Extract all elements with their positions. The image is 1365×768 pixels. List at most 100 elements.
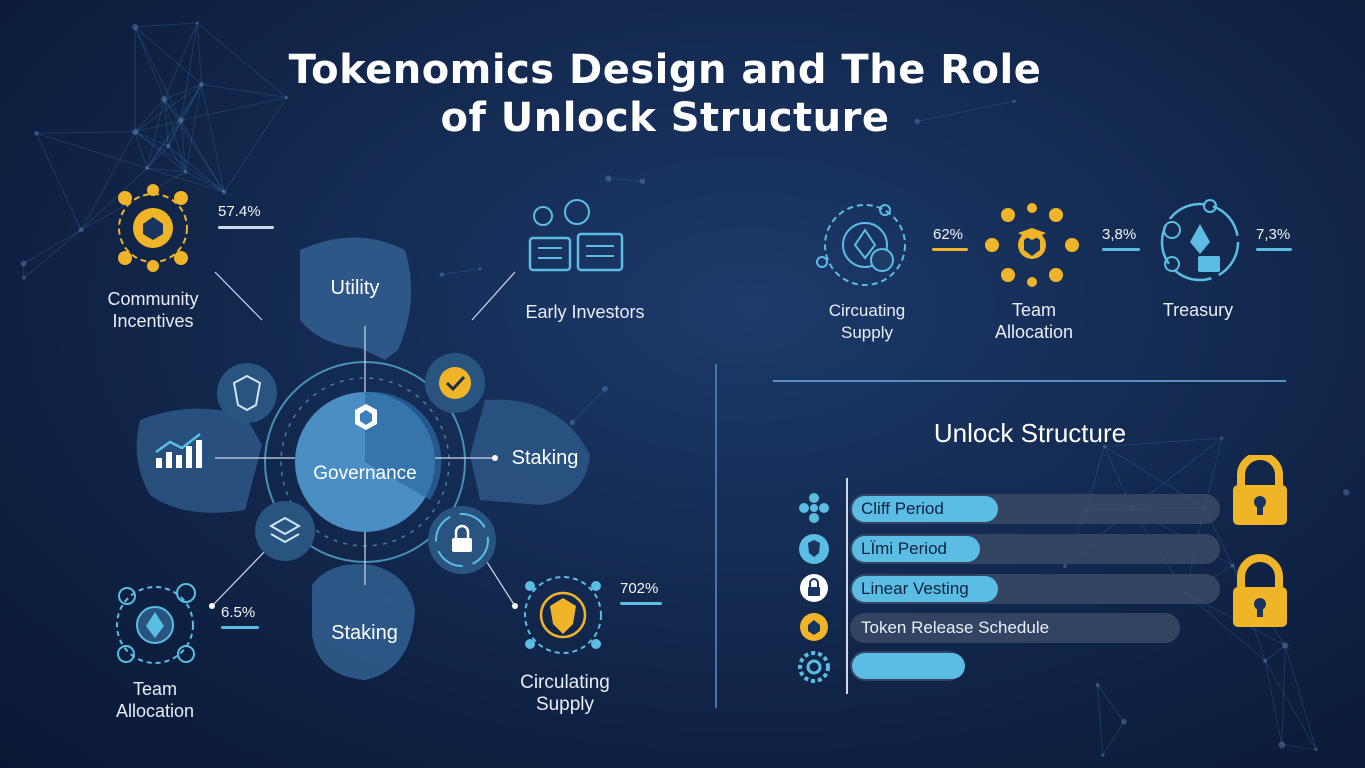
right-top-icons: [816, 199, 1240, 287]
connector-community: [214, 271, 263, 321]
community-pct-underline: [218, 226, 274, 229]
final-fill: [852, 653, 965, 679]
hub-hexagon-icon: [355, 404, 377, 430]
lock-node-icon: [428, 506, 496, 574]
network-node: [1230, 563, 1235, 568]
network-node: [1095, 683, 1100, 688]
unlock-axis: [846, 478, 848, 694]
gear-icon: [798, 651, 830, 683]
vertical-divider: [715, 364, 717, 708]
token-hub-diagram: [116, 184, 624, 680]
network-node: [1282, 642, 1289, 649]
rt-treasury-label: Treasury: [1162, 300, 1234, 320]
network-node: [478, 267, 482, 271]
linear-label: Linear Vesting: [861, 579, 969, 598]
shield-icon: [799, 534, 829, 564]
cliff-label: Cliff Period: [861, 499, 944, 518]
network-node: [1102, 444, 1107, 449]
padlocks: [1233, 455, 1287, 627]
network-node: [145, 166, 150, 171]
team-label: Team Allocation: [115, 679, 195, 721]
limit-fill: [852, 536, 980, 562]
network-node: [132, 128, 139, 135]
gold-diamond-icon: [524, 576, 602, 654]
network-node: [1314, 747, 1318, 752]
network-node: [33, 130, 39, 136]
network-node: [1101, 753, 1105, 758]
network-node: [195, 21, 199, 25]
team-pct-underline: [221, 626, 259, 629]
title-line-2: of Unlock Structure: [440, 95, 890, 141]
connector-investors: [471, 271, 516, 321]
network-node: [1263, 658, 1268, 663]
limit-label: LЇmі Period: [861, 539, 947, 558]
rt-team-pct: 3,8%: [1102, 226, 1137, 243]
release-label: Token Release Schedule: [861, 618, 1050, 637]
network-node: [569, 419, 575, 426]
network-node: [22, 276, 26, 280]
network-node: [1278, 741, 1286, 749]
team-pct: 6.5%: [221, 604, 256, 621]
coin-icon: [800, 613, 828, 641]
network-node: [20, 260, 27, 267]
horizontal-divider: [773, 380, 1286, 382]
connector-team: [211, 547, 269, 607]
utility-label: Utility: [330, 277, 380, 299]
network-node: [1012, 99, 1017, 104]
network-node: [1220, 436, 1224, 440]
network-node: [165, 143, 171, 149]
hub-center-shade: [365, 391, 442, 500]
circulating-label: Circulating Supply: [520, 672, 610, 715]
ethereum-ring-icon: [116, 583, 196, 664]
treasury-icon: [1160, 199, 1240, 282]
unlock-structure-title: Unlock Structure: [933, 418, 1127, 448]
network-node: [602, 386, 608, 392]
circulating-pct: 702%: [620, 580, 659, 597]
staking-right-label: Staking: [511, 447, 579, 469]
documents-icon: [528, 199, 624, 272]
shield-node-icon: [217, 363, 277, 423]
rt-team-underline: [1102, 248, 1140, 251]
page-title: Tokenomics Design and The Role of Unlock…: [0, 46, 1330, 142]
rt-circulating-label: Circuating Supply: [828, 301, 906, 342]
network-node: [160, 95, 168, 103]
early-investors-label: Early Investors: [525, 302, 645, 322]
padlock-icon-top: [1233, 455, 1287, 525]
circulating-supply-icon: [816, 204, 906, 286]
lock-badge-icon: [800, 574, 828, 602]
network-node: [131, 23, 139, 31]
release-track: [850, 613, 1180, 643]
network-node: [605, 175, 612, 182]
rt-circulating-underline: [932, 248, 968, 251]
team-allocation-icon: [985, 203, 1079, 287]
cliff-fill: [852, 496, 998, 522]
rt-treasury-underline: [1256, 248, 1292, 251]
network-node: [183, 169, 188, 174]
community-hex-network-icon: [118, 184, 188, 272]
circulating-pct-underline: [620, 602, 662, 605]
network-node: [199, 81, 204, 87]
staking-bottom-label: Staking: [331, 622, 398, 644]
network-node: [1062, 564, 1067, 568]
padlock-icon-bottom: [1233, 554, 1287, 627]
title-line-1: Tokenomics Design and The Role: [288, 47, 1042, 93]
rt-treasury-pct: 7,3%: [1256, 226, 1291, 243]
network-node: [221, 189, 227, 195]
community-pct: 57.4%: [218, 203, 261, 220]
staking-bottom-bubble: [312, 564, 415, 680]
rt-circulating-pct: 62%: [933, 226, 964, 243]
network-node: [1121, 718, 1127, 725]
network-node: [914, 118, 920, 124]
utility-bubble: [300, 237, 412, 360]
governance-label: Governance: [313, 463, 417, 484]
checkmark-node-icon: [425, 353, 485, 413]
linear-fill: [852, 576, 998, 602]
network-node: [639, 178, 646, 185]
rt-team-label: Team Allocation: [994, 300, 1074, 342]
network-node: [1343, 489, 1350, 496]
network-node: [284, 95, 289, 100]
unlock-row-icons: [798, 493, 830, 683]
network-node: [439, 272, 444, 277]
network-node: [78, 227, 84, 233]
staking-right-bubble: [470, 399, 590, 505]
